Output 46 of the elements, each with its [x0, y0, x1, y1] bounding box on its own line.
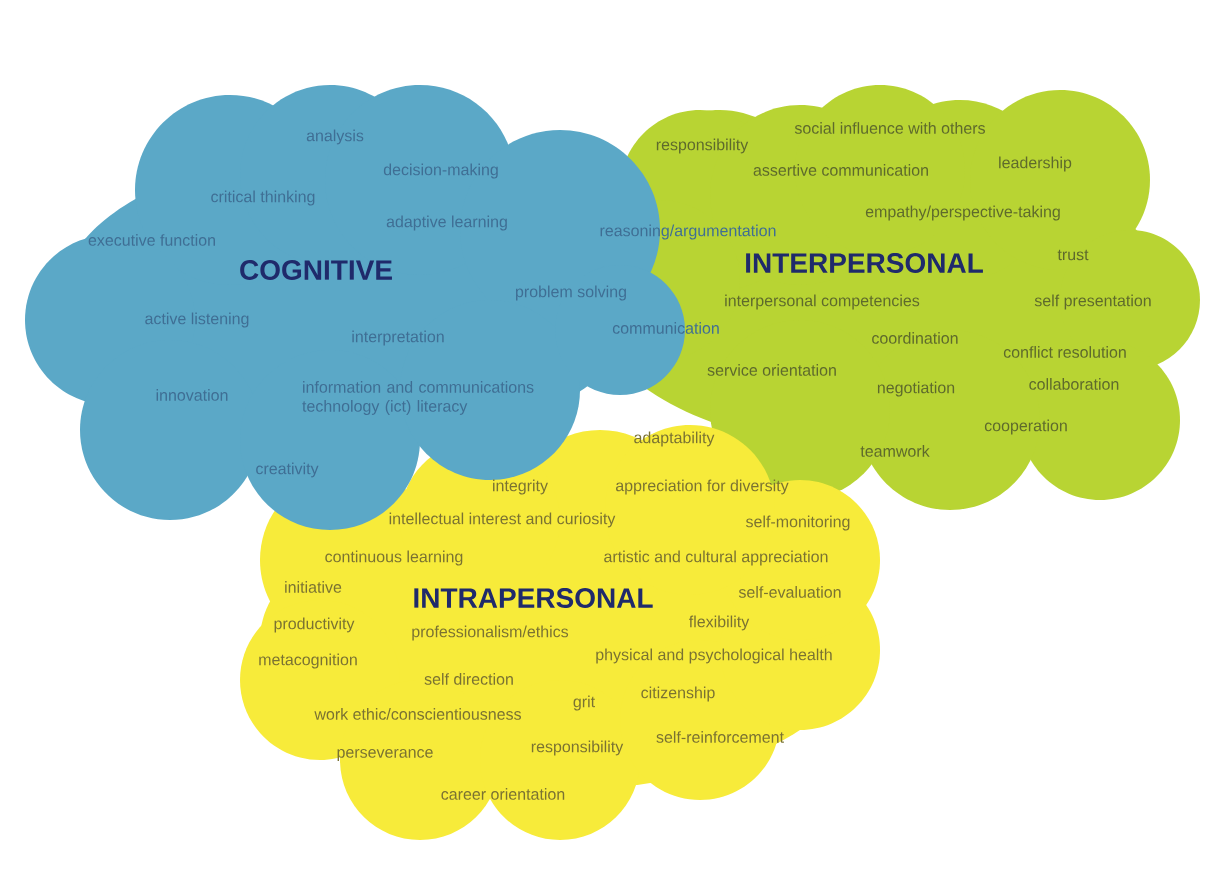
term-label: self direction — [424, 673, 513, 685]
term-label: executive function — [88, 234, 215, 246]
term-label: empathy/perspective-taking — [865, 205, 1060, 221]
term-label: conflict resolution — [1003, 346, 1126, 358]
term-label: creativity — [256, 462, 319, 478]
term-label: physical and psychological health — [596, 648, 832, 664]
term-label: active listening — [145, 312, 249, 328]
term-label: career orientation — [441, 788, 565, 800]
term-label: artistic and cultural appreciation — [604, 550, 828, 566]
term-label: coordination — [872, 332, 958, 344]
term-label: critical thinking — [211, 190, 315, 206]
term-label: self-reinforcement — [656, 731, 784, 743]
term-label: assertive communication — [753, 164, 928, 176]
term-label: innovation — [156, 389, 228, 401]
term-label: grit — [573, 695, 595, 711]
term-label: self presentation — [1034, 294, 1151, 310]
term-label: intellectual interest and curiosity — [389, 512, 616, 528]
term-label: collaboration — [1029, 378, 1119, 390]
term-label: interpretation — [352, 330, 444, 346]
term-label: adaptive learning — [386, 215, 507, 231]
term-label: cooperation — [984, 419, 1067, 435]
term-label: self-evaluation — [738, 586, 841, 598]
term-label: responsibility — [656, 138, 749, 154]
term-label: adaptability — [634, 431, 715, 447]
term-label: service orientation — [707, 364, 836, 376]
term-label: leadership — [999, 156, 1072, 172]
term-label: responsibility — [531, 740, 624, 756]
term-label: continuous learning — [325, 550, 463, 566]
term-label: problem solving — [516, 285, 626, 301]
term-label: flexibility — [689, 615, 750, 631]
term-label: negotiation — [877, 381, 955, 397]
term-label: self-monitoring — [746, 515, 850, 531]
term-label: trust — [1057, 249, 1089, 261]
term-label: appreciation for diversity — [616, 479, 789, 495]
term-label: citizenship — [641, 686, 715, 702]
term-label: integrity — [493, 479, 548, 495]
term-label: social influence with others — [794, 122, 985, 134]
term-label: professionalism/ethics — [412, 625, 569, 641]
term-label: perseverance — [337, 749, 433, 761]
term-label: interpersonal competencies — [725, 294, 920, 310]
term-label: information and communications technology (ict) literacy — [302, 381, 534, 415]
term-label: work ethic/conscientiousness — [314, 708, 521, 720]
term-label: metacognition — [259, 653, 357, 669]
term-label: decision-making — [383, 163, 498, 179]
term-label: productivity — [274, 617, 355, 633]
term-label: initiative — [285, 581, 342, 593]
